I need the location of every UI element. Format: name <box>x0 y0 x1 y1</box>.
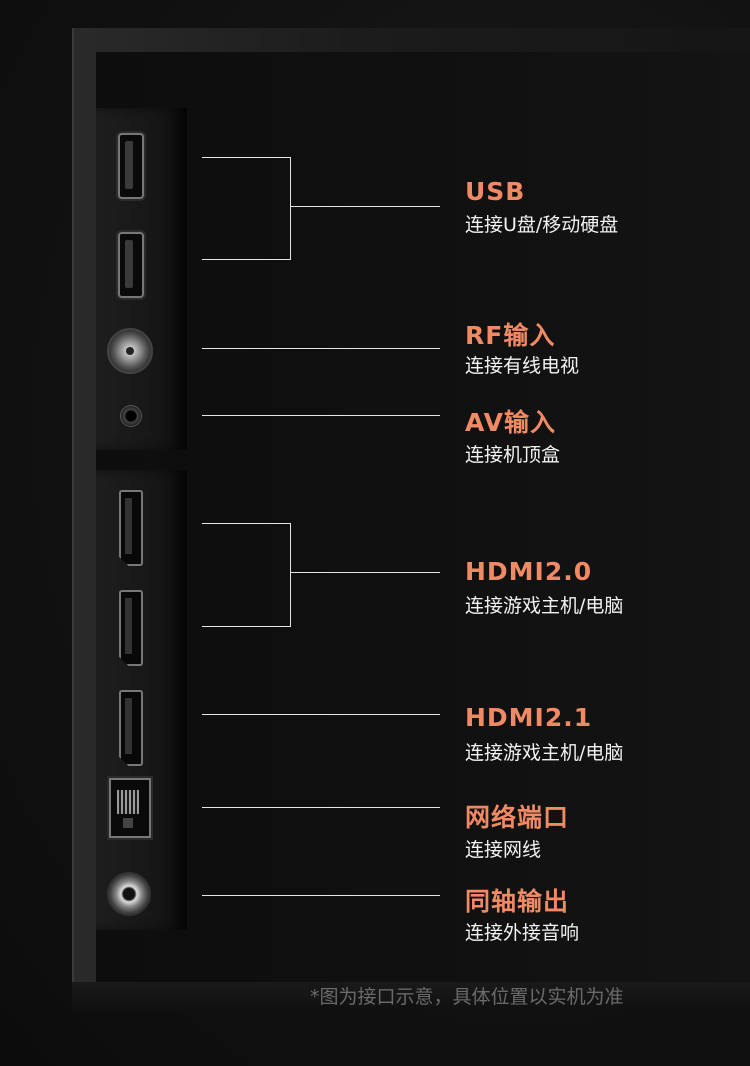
leader-line <box>202 157 291 158</box>
rf-subtitle: 连接有线电视 <box>465 355 580 377</box>
leader-line <box>290 157 291 260</box>
ethernet-port-icon <box>109 778 151 838</box>
leader-line <box>202 415 440 416</box>
coax-title: 同轴输出 <box>465 887 570 916</box>
leader-line <box>202 259 291 260</box>
av-jack-icon <box>120 405 142 427</box>
ethernet-title: 网络端口 <box>465 803 570 832</box>
leader-line <box>290 572 440 573</box>
hdmi-port-icon <box>119 590 143 666</box>
leader-line <box>202 626 291 627</box>
leader-line <box>202 523 291 524</box>
leader-line <box>202 348 440 349</box>
usb-port-icon <box>118 133 144 199</box>
footnote: *图为接口示意，具体位置以实机为准 <box>310 986 624 1008</box>
leader-line <box>202 807 440 808</box>
tv-bottom-edge <box>72 982 750 1010</box>
leader-line <box>202 714 440 715</box>
rf-title: RF输入 <box>465 321 556 350</box>
hdmi-port-icon <box>119 690 143 766</box>
tv-back-recess <box>96 52 750 982</box>
leader-line <box>290 206 440 207</box>
ethernet-subtitle: 连接网线 <box>465 839 542 861</box>
rf-connector-icon <box>107 328 153 374</box>
hdmi-port-icon <box>119 490 143 566</box>
hdmi21-title: HDMI2.1 <box>465 703 593 732</box>
leader-line <box>290 523 291 627</box>
hdmi20-title: HDMI2.0 <box>465 557 593 586</box>
hdmi21-subtitle: 连接游戏主机/电脑 <box>465 742 624 764</box>
leader-line <box>202 895 440 896</box>
coaxial-port-icon <box>107 872 151 916</box>
usb-port-icon <box>118 232 144 298</box>
usb-subtitle: 连接U盘/移动硬盘 <box>465 214 619 236</box>
av-title: AV输入 <box>465 408 556 437</box>
hdmi20-subtitle: 连接游戏主机/电脑 <box>465 595 624 617</box>
usb-title: USB <box>465 177 526 206</box>
coax-subtitle: 连接外接音响 <box>465 922 580 944</box>
av-subtitle: 连接机顶盒 <box>465 444 561 466</box>
